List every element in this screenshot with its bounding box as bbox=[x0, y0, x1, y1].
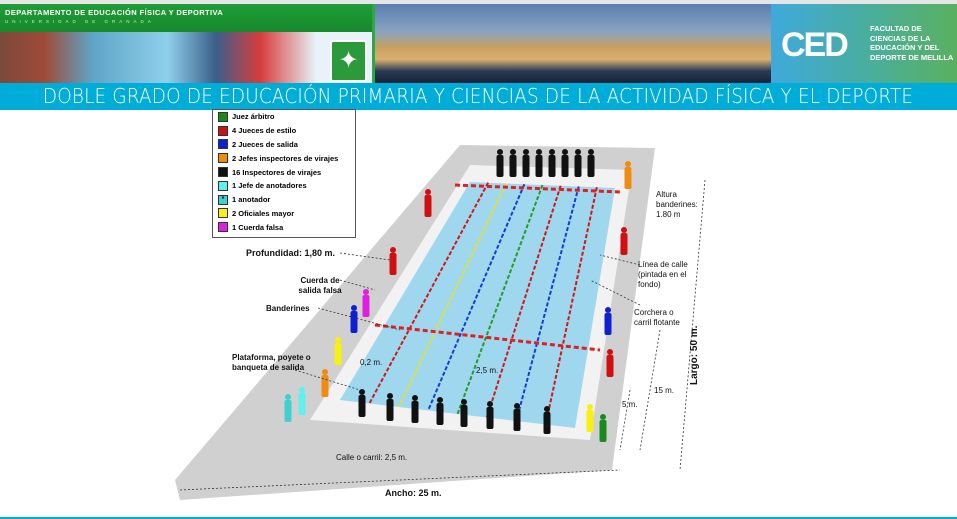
official-figure bbox=[548, 149, 556, 177]
legend-item: 1 Cuerda falsa bbox=[213, 220, 355, 234]
legend-label: 1 anotador bbox=[232, 195, 271, 205]
legend-item: 2 Jefes inspectores de virajes bbox=[213, 151, 355, 165]
official-figure bbox=[574, 149, 582, 177]
official-figure bbox=[284, 394, 292, 422]
official-figure bbox=[362, 289, 370, 317]
lane-width-label: Calle o carril: 2,5 m. bbox=[336, 453, 408, 462]
legend-swatch bbox=[218, 111, 228, 122]
department-title: DEPARTAMENTO DE EDUCACIÓN FÍSICA Y DEPOR… bbox=[5, 8, 224, 17]
legend-swatch bbox=[218, 208, 228, 219]
legend-item: 2 Jueces de salida bbox=[213, 138, 355, 152]
official-figure bbox=[460, 399, 468, 427]
lane-rope bbox=[397, 183, 508, 408]
lane-rope-label: Corchera o carril flotante bbox=[634, 308, 680, 327]
dist-25-label: 2,5 m. bbox=[476, 366, 499, 375]
lane-rope bbox=[515, 186, 580, 422]
faculty-name: FACULTAD DE CIENCIAS DE LA EDUCACIÓN Y D… bbox=[870, 24, 954, 62]
legend-label: Juez árbitro bbox=[232, 112, 275, 122]
official-figure bbox=[334, 337, 342, 365]
official-figure bbox=[599, 414, 607, 442]
flag-line bbox=[454, 183, 621, 194]
official-figure bbox=[496, 149, 504, 177]
legend-label: 4 Jueces de estilo bbox=[232, 126, 297, 136]
university-name: UNIVERSIDAD DE GRANADA bbox=[5, 19, 155, 24]
degree-title: DOBLE GRADO DE EDUCACIÓN PRIMARIA Y CIEN… bbox=[43, 84, 914, 108]
length-label: Largo: 50 m. bbox=[689, 325, 700, 385]
flags-label: Banderines bbox=[266, 304, 310, 313]
legend-swatch bbox=[218, 180, 228, 191]
official-figure bbox=[543, 406, 551, 434]
official-figure bbox=[620, 227, 628, 255]
pool-water bbox=[340, 182, 615, 428]
legend-swatch bbox=[218, 125, 228, 136]
official-figure bbox=[389, 247, 397, 275]
official-figure bbox=[587, 149, 595, 177]
official-figure bbox=[321, 369, 329, 397]
official-figure bbox=[386, 393, 394, 421]
official-figure bbox=[513, 403, 521, 431]
official-figure bbox=[535, 149, 543, 177]
degree-banner: DOBLE GRADO DE EDUCACIÓN PRIMARIA Y CIEN… bbox=[0, 83, 957, 110]
legend-item: 2 Oficiales mayor bbox=[213, 207, 355, 221]
official-figure bbox=[606, 349, 614, 377]
legend-swatch bbox=[218, 139, 228, 150]
official-figure bbox=[298, 387, 306, 415]
flag-line bbox=[374, 323, 601, 352]
false-start-rope-label: Cuerda de salida falsa bbox=[298, 276, 342, 295]
flag-height-label: Altura banderines: 1.80 m bbox=[656, 190, 698, 219]
legend-swatch bbox=[218, 222, 228, 233]
legend-label: 2 Jefes inspectores de virajes bbox=[232, 153, 339, 163]
officials-legend: Juez árbitro 4 Jueces de estilo 2 Jueces d… bbox=[212, 109, 356, 238]
legend-item: 1 Jefe de anotadores bbox=[213, 179, 355, 193]
official-figure bbox=[424, 189, 432, 217]
depth-label: Profundidad: 1,80 m. bbox=[246, 248, 336, 258]
legend-swatch bbox=[218, 167, 228, 178]
lane-rope bbox=[544, 187, 598, 425]
legend-swatch bbox=[218, 153, 228, 164]
legend-item: Juez árbitro bbox=[213, 110, 355, 124]
width-label: Ancho: 25 m. bbox=[385, 488, 442, 498]
legend-item: * 1 anotador bbox=[213, 193, 355, 207]
official-figure bbox=[604, 307, 612, 335]
dist-15-label: 15 m. bbox=[654, 386, 675, 395]
department-logo-icon: ✦ bbox=[330, 40, 367, 82]
divider bbox=[372, 4, 375, 83]
melilla-city-photo bbox=[375, 4, 771, 83]
ced-logo-icon: CED bbox=[781, 26, 849, 64]
lane-line-label: Línea de calle (pintada en el fondo) bbox=[638, 260, 688, 289]
legend-item: 16 Inspectores de virajes bbox=[213, 165, 355, 179]
platform-label: Plataforma, poyete o banqueta de salida bbox=[232, 353, 311, 372]
department-header: DEPARTAMENTO DE EDUCACIÓN FÍSICA Y DEPOR… bbox=[0, 4, 372, 32]
legend-label: 2 Oficiales mayor bbox=[232, 208, 295, 218]
dist-5-label: 5 m. bbox=[622, 400, 638, 409]
legend-label: 2 Jueces de salida bbox=[232, 139, 298, 149]
legend-label: 1 Cuerda falsa bbox=[232, 222, 284, 232]
official-figure bbox=[522, 149, 530, 177]
official-figure bbox=[509, 149, 517, 177]
official-figure bbox=[350, 305, 358, 333]
annotation-lines bbox=[179, 179, 706, 491]
sports-photo-banner bbox=[0, 32, 372, 83]
lane-rope bbox=[485, 185, 562, 418]
official-figure bbox=[486, 401, 494, 429]
lane-rope bbox=[456, 184, 544, 415]
official-figure bbox=[411, 395, 419, 423]
top-strip bbox=[0, 0, 957, 4]
legend-label: 16 Inspectores de virajes bbox=[232, 167, 322, 177]
official-figure bbox=[358, 389, 366, 417]
legend-swatch: * bbox=[218, 194, 228, 205]
official-figure bbox=[436, 397, 444, 425]
bottom-border bbox=[0, 517, 957, 519]
official-figure bbox=[624, 161, 632, 189]
lane-rope bbox=[427, 183, 526, 411]
legend-item: 4 Jueces de estilo bbox=[213, 124, 355, 138]
legend-label: 1 Jefe de anotadores bbox=[232, 181, 307, 191]
official-figure bbox=[561, 149, 569, 177]
dist-02-label: 0,2 m. bbox=[360, 358, 383, 367]
faculty-logo: CED FACULTAD DE CIENCIAS DE LA EDUCACIÓN… bbox=[771, 4, 957, 83]
official-figure bbox=[586, 404, 594, 432]
